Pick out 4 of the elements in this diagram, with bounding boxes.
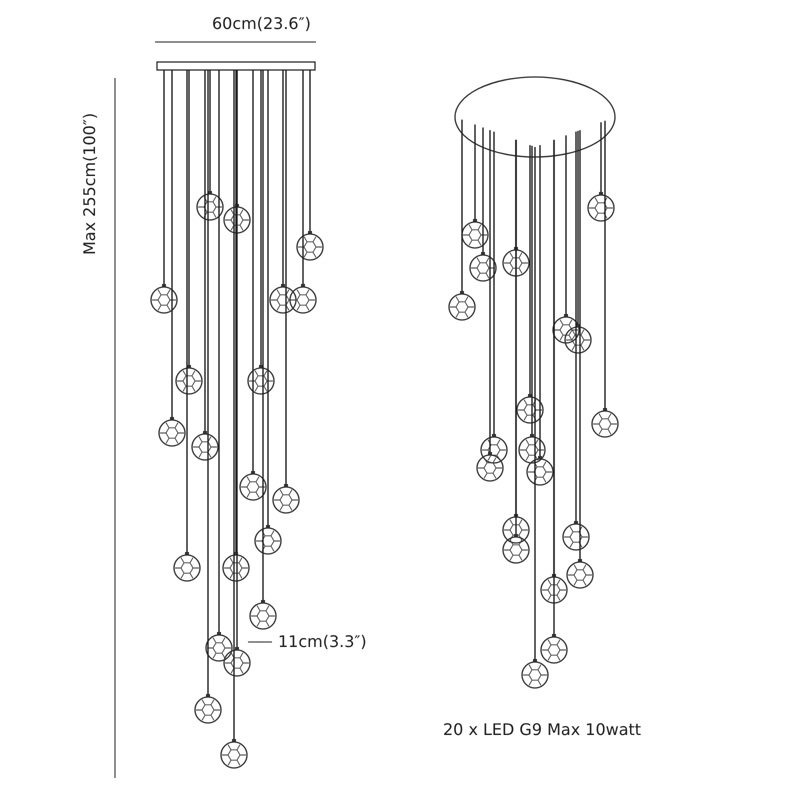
dimension-label: 60cm(23.6″)	[212, 14, 311, 33]
dimension-label: Max 255cm(100″)	[80, 112, 99, 255]
dimension-label: 11cm(3.3″)	[278, 632, 367, 651]
specification-text: 20 x LED G9 Max 10watt	[443, 720, 642, 739]
